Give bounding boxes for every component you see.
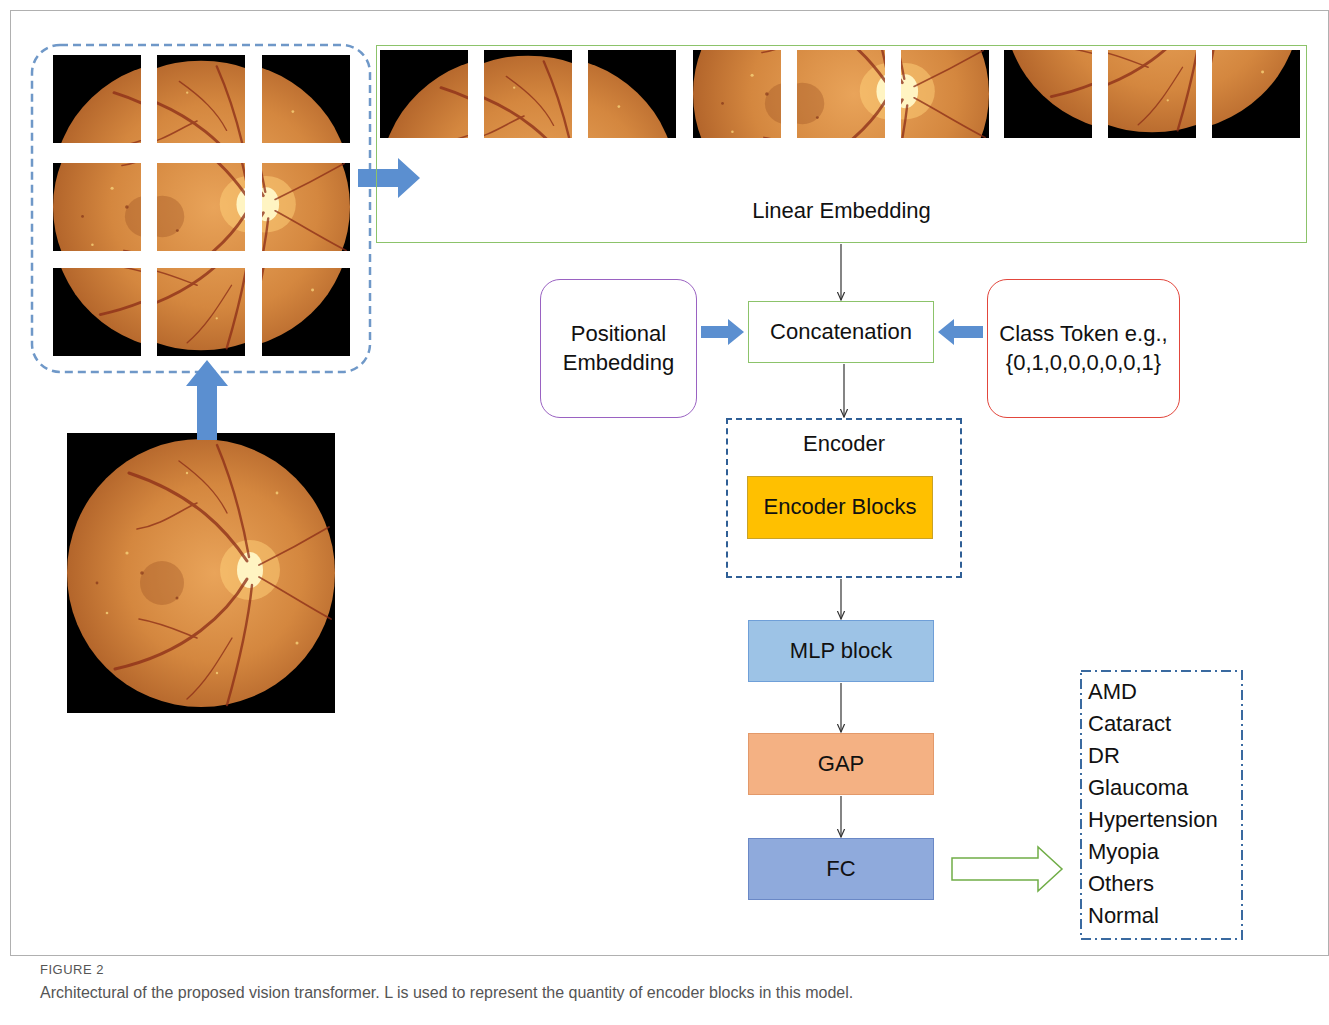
node-label: Encoder Blocks	[764, 493, 917, 522]
class-name: DR	[1088, 740, 1120, 772]
node-label: FC	[826, 855, 855, 884]
flow-arrow	[843, 364, 844, 417]
dash-dot-frame	[1081, 671, 1242, 939]
figure-caption: Architectural of the proposed vision tra…	[40, 984, 1300, 1002]
block-arrow	[358, 158, 420, 198]
class-name: Others	[1088, 868, 1154, 900]
token-box: Class Token e.g., {0,1,0,0,0,0,0,1}	[987, 279, 1180, 418]
patch-sequence	[380, 0, 1300, 314]
flow-arrow	[952, 847, 1062, 891]
mlp-block: MLP block	[748, 620, 934, 682]
node-label: GAP	[818, 750, 864, 779]
node-label: Encoder	[803, 430, 885, 459]
dense-block: FC	[748, 838, 934, 900]
node-label: MLP block	[790, 637, 892, 666]
flow-arrow	[701, 319, 744, 345]
figure-frame	[11, 11, 1329, 956]
block-arrow	[186, 360, 228, 440]
pooling-block: GAP	[748, 733, 934, 795]
patch-grid	[53, 55, 350, 356]
encoder-group: EncoderEncoder Blocks	[726, 418, 962, 578]
node-label: Positional Embedding	[549, 320, 688, 377]
flow-arrow	[840, 796, 841, 837]
class-name: AMD	[1088, 676, 1137, 708]
node-label: Class Token e.g., {0,1,0,0,0,0,0,1}	[996, 320, 1171, 377]
embedding-box: Linear Embedding	[376, 45, 1307, 243]
node-label: Concatenation	[770, 318, 912, 347]
encoder-block: Encoder Blocks	[747, 476, 933, 539]
class-list: AMDCataractDRGlaucomaHypertensionMyopiaO…	[1080, 670, 1243, 940]
flow-arrow	[938, 319, 983, 345]
class-name: Myopia	[1088, 836, 1159, 868]
class-name: Normal	[1088, 900, 1159, 932]
flow-arrow	[840, 579, 841, 619]
class-name: Hypertension	[1088, 804, 1218, 836]
patch-grid-frame	[32, 45, 370, 372]
fundus-image	[67, 433, 335, 713]
dash-dot-frame	[1080, 670, 1243, 940]
embedding-box: Positional Embedding	[540, 279, 697, 418]
flow-arrow	[840, 244, 841, 300]
class-name: Glaucoma	[1088, 772, 1188, 804]
flow-arrow	[840, 683, 841, 732]
class-name: Cataract	[1088, 708, 1171, 740]
process-box: Concatenation	[748, 301, 934, 363]
figure-number: FIGURE 2	[40, 962, 104, 977]
node-label: Linear Embedding	[752, 197, 931, 226]
